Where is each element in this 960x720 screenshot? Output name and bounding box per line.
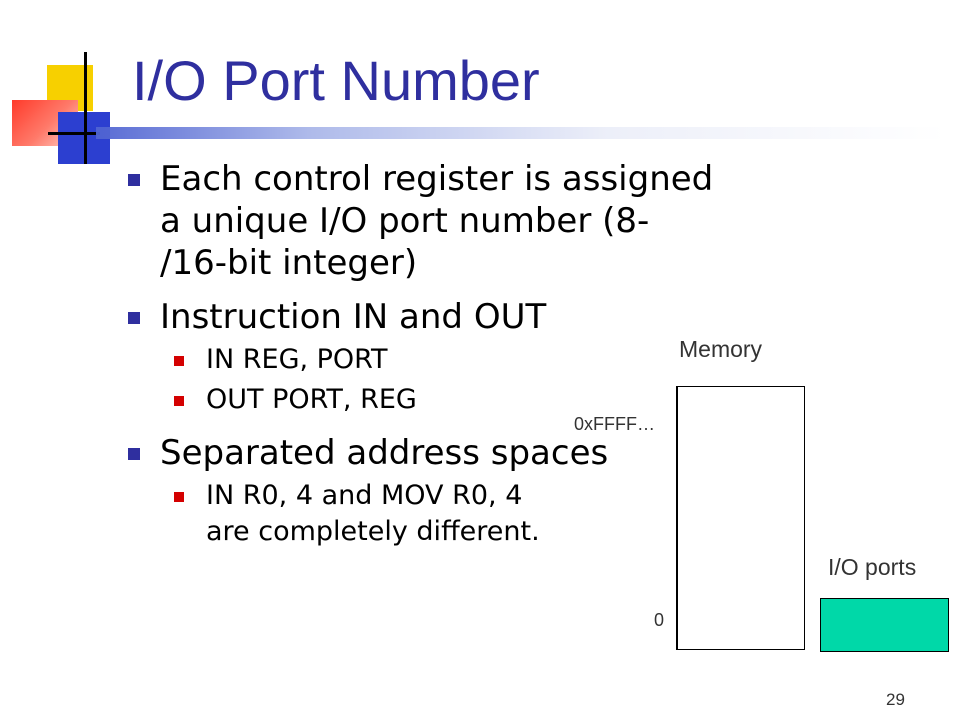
sub-bullet-square-icon [174, 492, 184, 502]
sub-bullet-text: IN REG, PORT [206, 344, 388, 375]
bullet-square-icon [128, 312, 140, 324]
bullet-square-icon [128, 448, 140, 460]
memory-block [676, 386, 805, 650]
decor-horizontal-line [48, 132, 100, 135]
bullet-text: Separated address spaces [160, 433, 609, 473]
page-number: 29 [886, 690, 905, 709]
memory-address-bottom: 0 [654, 610, 665, 630]
memory-address-top: 0xFFFF… [574, 414, 655, 434]
bullet-text-line: /16-bit integer) [160, 243, 418, 283]
sub-bullet-item: IN R0, 4 and MOV R0, 4 are completely di… [174, 478, 748, 550]
slide-title: I/O Port Number [132, 49, 540, 112]
io-ports-label: I/O ports [828, 554, 917, 580]
bullet-item: Separated address spaces [128, 432, 748, 474]
bullet-item: Each control register is assigned a uniq… [128, 158, 748, 284]
bullet-text-line: a unique I/O port number (8- [160, 201, 650, 241]
bullet-square-icon [128, 174, 140, 186]
bullet-list: Each control register is assigned a uniq… [128, 158, 748, 554]
sub-bullet-square-icon [174, 396, 184, 406]
decor-vertical-line [84, 52, 87, 164]
title-underline [96, 127, 946, 139]
memory-label: Memory [679, 336, 763, 362]
bullet-text-line: Each control register is assigned [160, 159, 714, 199]
bullet-item: Instruction IN and OUT [128, 296, 748, 338]
io-ports-block [820, 598, 949, 652]
sub-bullet-text-line: IN R0, 4 and MOV R0, 4 [206, 480, 523, 511]
sub-bullet-text: OUT PORT, REG [206, 384, 417, 415]
bullet-text: Instruction IN and OUT [160, 297, 547, 337]
sub-bullet-square-icon [174, 356, 184, 366]
sub-bullet-item: IN REG, PORT [174, 342, 748, 378]
sub-bullet-text-line: are completely different. [206, 516, 540, 547]
sub-bullet-item: OUT PORT, REG [174, 382, 748, 418]
